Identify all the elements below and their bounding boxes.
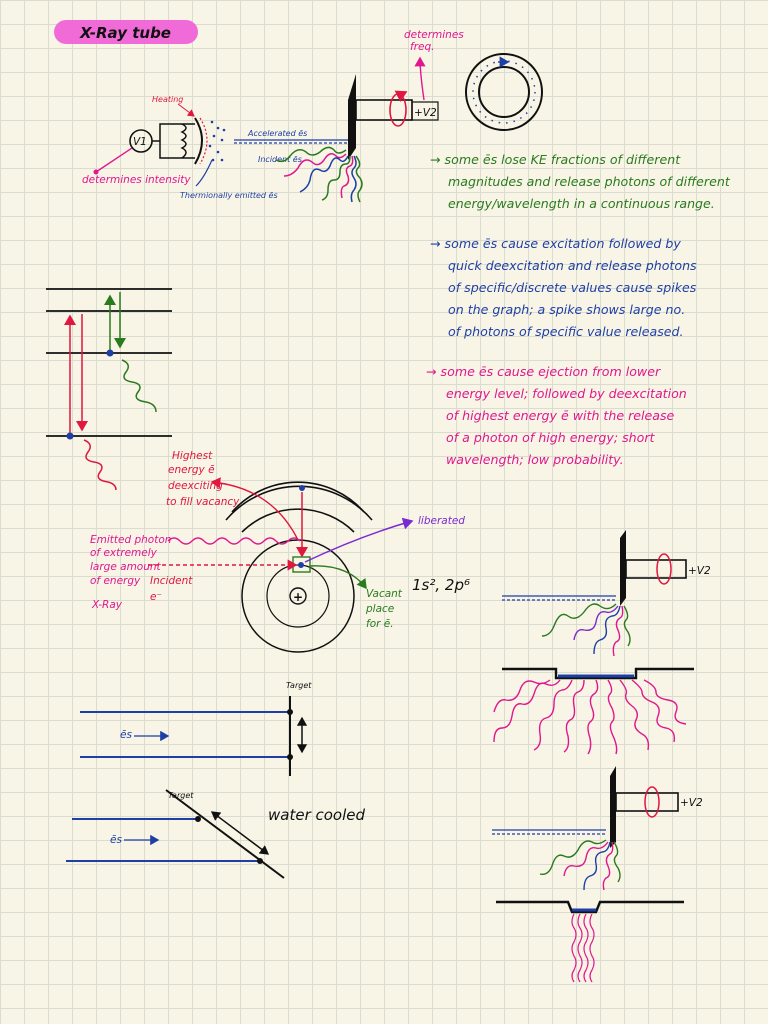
water-cooled-label: water cooled xyxy=(268,806,366,824)
note-continuous-line-1: → some ēs lose KE fractions of different xyxy=(430,152,681,167)
v1-label: V1 xyxy=(133,136,147,148)
plus-v2-label: +V2 xyxy=(414,107,437,119)
highest-label-3: deexciting xyxy=(168,480,223,492)
plus-v2-a: +V2 xyxy=(688,565,711,577)
tube-diagram-a: +V2 xyxy=(493,530,711,755)
thermionic-label: Thermionally emitted ēs xyxy=(180,191,278,200)
tube-diagram-b: +V2 xyxy=(492,766,703,983)
accelerated-label: Accelerated ēs xyxy=(247,129,307,138)
note-continuous-line-2: magnitudes and release photons of differ… xyxy=(448,174,731,189)
determines-intensity: determines intensity xyxy=(82,174,191,186)
vacant-label-2: place xyxy=(365,603,394,615)
note-spikes-line-2: quick deexcitation and release photons xyxy=(448,258,697,273)
liberated-label: liberated xyxy=(418,515,465,527)
note-spikes: → some ēs cause excitation followed by q… xyxy=(430,236,697,339)
incident-label: Incident ēs xyxy=(258,155,302,164)
xray-label: X-Ray xyxy=(91,599,123,611)
note-ejection-line-2: energy level; followed by deexcitation xyxy=(446,386,687,401)
emitted-label-2: of extremely xyxy=(90,547,158,559)
nucleus-sign: + xyxy=(293,590,303,604)
emitted-label-1: Emitted photon xyxy=(90,534,171,546)
highest-label-2: energy ē xyxy=(168,464,215,476)
note-ejection-line-5: wavelength; low probability. xyxy=(446,452,624,467)
atom-diagram: + liberated Highest energy ē deexciting … xyxy=(90,450,470,653)
note-ejection-line-4: of a photon of high energy; short xyxy=(446,430,656,445)
target-diagram-1: Target ēs xyxy=(80,681,312,776)
note-continuous-line-3: energy/wavelength in a continuous range. xyxy=(448,196,715,211)
es-label-1: ēs xyxy=(120,729,132,741)
page-title: X-Ray tube xyxy=(79,24,171,42)
es-label-2: ēs xyxy=(110,834,122,846)
note-spikes-line-1: → some ēs cause excitation followed by xyxy=(430,236,681,251)
target-diagram-2: Target ēs water cooled xyxy=(66,789,366,879)
xray-tube-diagram: V1 Heating determines intensity Thermion… xyxy=(82,29,543,203)
vacant-label-1: Vacant xyxy=(366,588,403,600)
heating-label: Heating xyxy=(152,95,183,104)
emitted-label-3: large amount xyxy=(90,561,162,573)
highest-label-1: Highest xyxy=(172,450,213,462)
note-ejection-line-3: of highest energy ē with the release xyxy=(446,408,675,423)
plus-v2-b: +V2 xyxy=(680,797,703,809)
note-continuous: → some ēs lose KE fractions of different… xyxy=(430,152,731,211)
note-spikes-line-5: of photons of specific value released. xyxy=(448,324,684,339)
highest-label-4: to fill vacancy xyxy=(166,496,240,508)
title-tag: X-Ray tube xyxy=(54,20,198,44)
target-label-2: Target xyxy=(168,791,194,800)
emitted-label-4: of energy xyxy=(90,575,141,587)
note-spikes-line-4: on the graph; a spike shows large no. xyxy=(448,302,685,317)
target-label-1: Target xyxy=(286,681,312,690)
determines-freq: determines freq. xyxy=(404,29,467,53)
incident-label-1: Incident xyxy=(150,575,193,587)
incident-label-2: e⁻ xyxy=(150,591,162,603)
note-ejection: → some ēs cause ejection from lower ener… xyxy=(426,364,687,467)
note-ejection-line-1: → some ēs cause ejection from lower xyxy=(426,364,661,379)
note-spikes-line-3: of specific/discrete values cause spikes xyxy=(448,280,697,295)
vacant-label-3: for ē. xyxy=(366,618,394,630)
energy-level-diagram xyxy=(46,288,172,491)
electron-config: 1s², 2p⁶ xyxy=(412,576,470,594)
